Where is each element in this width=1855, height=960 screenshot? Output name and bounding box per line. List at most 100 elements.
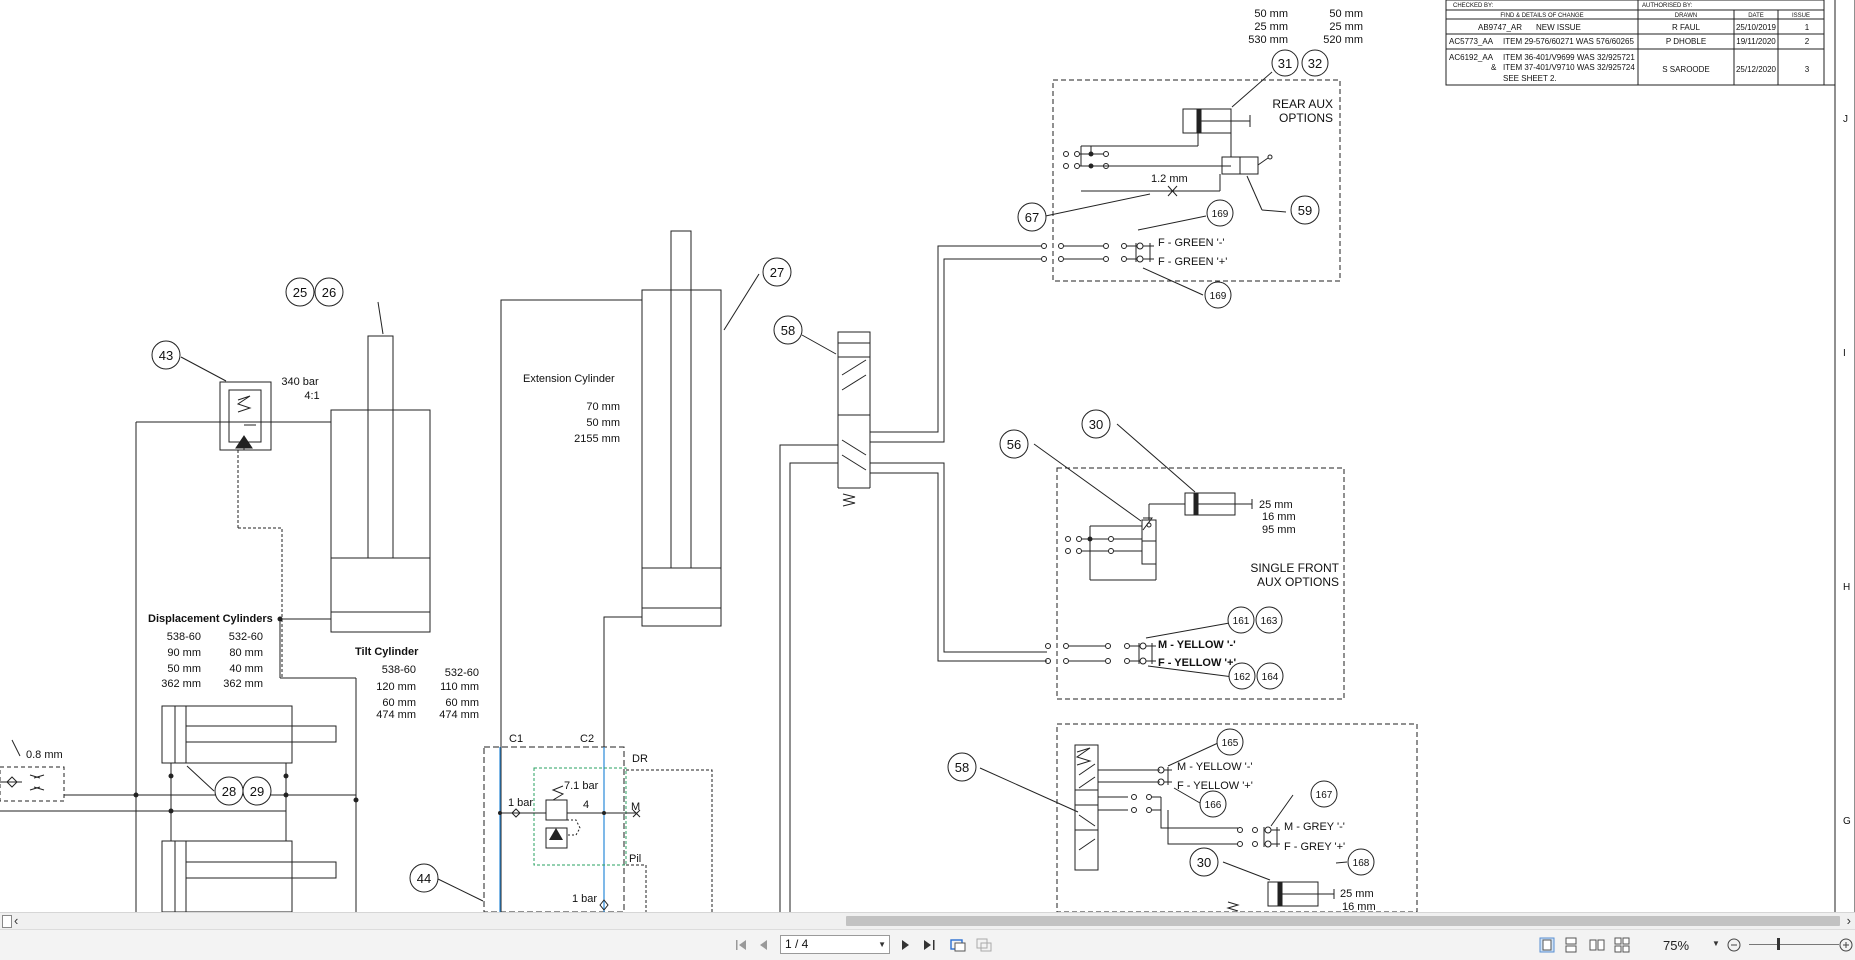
drawing-viewport[interactable]: J I H G CHECKED BY: AUTHORISED BY: FIND … xyxy=(0,0,1855,912)
scroll-thumb[interactable] xyxy=(846,916,1840,926)
callout-28: 28 xyxy=(222,784,236,799)
grid-letter-h: H xyxy=(1843,582,1850,593)
chevron-down-icon[interactable]: ▼ xyxy=(878,940,886,949)
tilt-specs: 538-60 120 mm 60 mm 474 mm 532-60 110 mm… xyxy=(376,664,479,721)
callout-leaders xyxy=(11,71,1348,902)
callout-166: 166 xyxy=(1205,800,1222,811)
f-yellow-plus-2-label: F - YELLOW '+' xyxy=(1177,780,1253,792)
relief-label-1: 340 bar xyxy=(281,376,319,388)
col-date: DATE xyxy=(1748,13,1764,19)
rev1-drawn: R FAUL xyxy=(1672,23,1701,32)
bar-1b-label: 1 bar xyxy=(572,893,597,905)
single-front-label-2: AUX OPTIONS xyxy=(1257,575,1339,589)
rear-aux-label-2: OPTIONS xyxy=(1279,111,1333,125)
four-label: 4 xyxy=(583,799,589,811)
c1-port-label: C1 xyxy=(509,733,523,745)
rev1-issue: 1 xyxy=(1805,23,1810,32)
ext-dim-2: 50 mm xyxy=(586,417,620,429)
hydraulic-schematic: J I H G CHECKED BY: AUTHORISED BY: FIND … xyxy=(0,0,1855,912)
authorised-by-label: AUTHORISED BY: xyxy=(1642,3,1693,9)
rev3-extra2: SEE SHEET 2. xyxy=(1503,74,1557,83)
horizontal-scrollbar[interactable]: ‹ › xyxy=(0,912,1855,929)
bottom-dim-2: 16 mm xyxy=(1342,901,1376,912)
rev2-issue: 2 xyxy=(1805,37,1810,46)
callout-169-a: 169 xyxy=(1212,209,1229,220)
last-page-icon[interactable] xyxy=(921,936,939,954)
front-dim-2: 16 mm xyxy=(1262,511,1296,523)
callout-56: 56 xyxy=(1007,437,1021,452)
callout-25: 25 xyxy=(293,285,307,300)
bar-71-label: 7.1 bar xyxy=(564,780,599,792)
green-couplings xyxy=(1041,242,1154,263)
callout-169-b: 169 xyxy=(1210,291,1227,302)
col-drawn: DRAWN xyxy=(1675,13,1697,19)
zoom-slider-track[interactable] xyxy=(1749,944,1839,945)
f-green-plus-label: F - GREEN '+' xyxy=(1158,256,1227,268)
callout-30-b: 30 xyxy=(1197,855,1211,870)
top-dim-l3: 530 mm xyxy=(1248,34,1288,46)
callout-163: 163 xyxy=(1261,616,1278,627)
zoom-dropdown-icon[interactable]: ▼ xyxy=(1712,939,1720,948)
tilt-cylinder-label: Tilt Cylinder xyxy=(355,646,419,658)
bottom-dim-1: 25 mm xyxy=(1340,888,1374,900)
m-grey-minus-label: M - GREY '-' xyxy=(1284,821,1345,833)
copy-page-icon[interactable] xyxy=(974,936,994,954)
rev2-date: 19/11/2020 xyxy=(1736,37,1776,46)
disp-c2-1: 532-60 xyxy=(229,631,263,643)
callout-161: 161 xyxy=(1233,616,1250,627)
single-front-label-1: SINGLE FRONT xyxy=(1250,561,1339,575)
top-dim-r1: 50 mm xyxy=(1329,8,1363,20)
rev3-extra: ITEM 37-401/V9710 WAS 32/925724 xyxy=(1503,63,1635,72)
next-page-icon[interactable] xyxy=(897,936,915,954)
rev2-drawn: P DHOBLE xyxy=(1666,37,1706,46)
rev3-date: 25/12/2020 xyxy=(1736,65,1777,74)
callout-27: 27 xyxy=(770,265,784,280)
callout-58-b: 58 xyxy=(955,760,969,775)
zoom-out-icon[interactable] xyxy=(1726,936,1742,954)
grid-letter-j: J xyxy=(1843,114,1848,125)
checked-by-label: CHECKED BY: xyxy=(1453,3,1494,9)
prev-page-icon[interactable] xyxy=(754,936,772,954)
single-page-view-icon[interactable] xyxy=(1537,936,1557,954)
scroll-right-icon[interactable]: › xyxy=(1846,913,1851,928)
tilt-c2-3: 60 mm xyxy=(445,697,479,709)
tilt-c1-2: 120 mm xyxy=(376,681,416,693)
bar-1a-label: 1 bar xyxy=(508,797,533,809)
page-number-input[interactable]: 1 / 4 ▼ xyxy=(780,935,890,954)
scroll-left-icon[interactable]: ‹ xyxy=(14,913,19,928)
continuous-view-icon[interactable] xyxy=(1561,936,1581,954)
callout-44: 44 xyxy=(417,871,431,886)
pdf-navigation-toolbar: 1 / 4 ▼ 75% ▼ xyxy=(0,929,1855,960)
callout-164: 164 xyxy=(1262,672,1279,683)
zoom-in-icon[interactable] xyxy=(1838,936,1854,954)
top-dim-l2: 25 mm xyxy=(1254,21,1288,33)
two-page-view-icon[interactable] xyxy=(1587,936,1607,954)
displacement-cylinder-shapes xyxy=(0,705,359,912)
front-dim-1: 25 mm xyxy=(1259,499,1293,511)
ext-dim-1: 70 mm xyxy=(586,401,620,413)
zoom-slider-thumb[interactable] xyxy=(1777,938,1780,950)
callout-29: 29 xyxy=(250,784,264,799)
f-green-minus-label: F - GREEN '-' xyxy=(1158,237,1225,249)
callout-168: 168 xyxy=(1353,858,1370,869)
disp-c1-2: 90 mm xyxy=(167,647,201,659)
f-grey-plus-label: F - GREY '+' xyxy=(1284,841,1345,853)
rev3-amp: & xyxy=(1491,63,1497,72)
top-dimensions: 50 mm 25 mm 530 mm 50 mm 25 mm 520 mm xyxy=(1248,8,1363,46)
top-dim-r2: 25 mm xyxy=(1329,21,1363,33)
col-issue: ISSUE xyxy=(1792,13,1810,19)
rev2-code: AC5773_AA xyxy=(1449,37,1494,46)
page-number-value: 1 / 4 xyxy=(785,937,809,951)
tilt-c1-4: 474 mm xyxy=(376,709,416,721)
facing-view-icon[interactable] xyxy=(1612,936,1632,954)
callout-67: 67 xyxy=(1025,210,1039,225)
rotate-view-icon[interactable] xyxy=(948,936,968,954)
ext-dim-3: 2155 mm xyxy=(574,433,620,445)
callout-165: 165 xyxy=(1222,738,1239,749)
callout-32: 32 xyxy=(1308,56,1322,71)
callout-59: 59 xyxy=(1298,203,1312,218)
top-dim-l1: 50 mm xyxy=(1254,8,1288,20)
tilt-c2-2: 110 mm xyxy=(440,681,479,693)
tilt-c2-4: 474 mm xyxy=(439,709,479,721)
first-page-icon[interactable] xyxy=(732,936,750,954)
